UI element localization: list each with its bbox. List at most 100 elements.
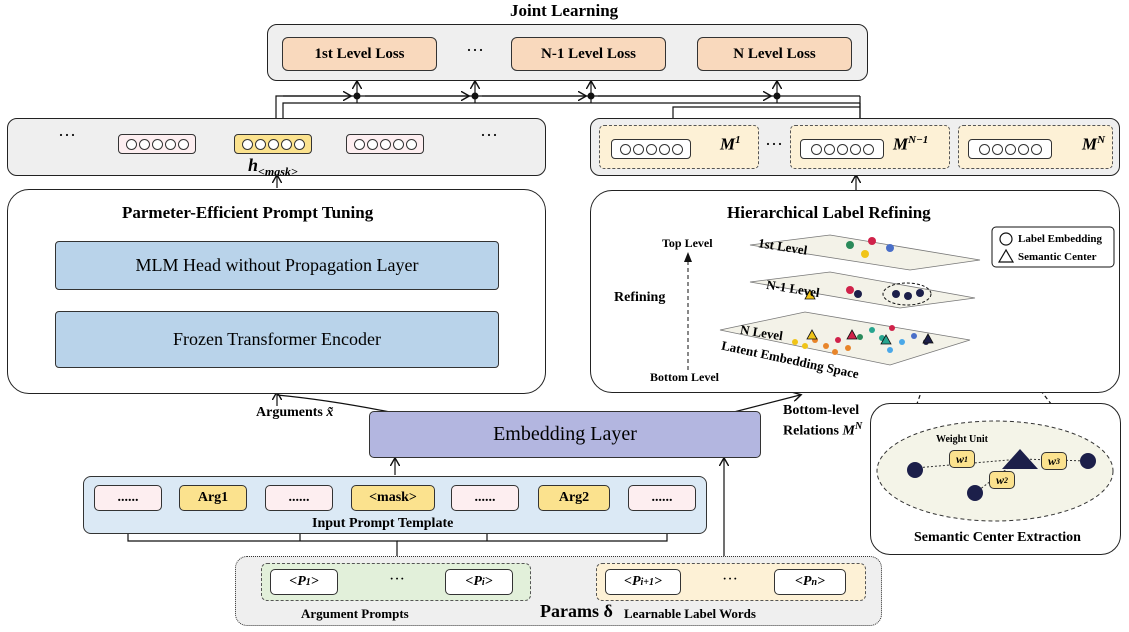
arguments-label: Arguments x̃ bbox=[256, 405, 333, 421]
pi1-close: > bbox=[654, 574, 662, 589]
params-label: Params δ bbox=[540, 601, 613, 621]
embedding-layer-block: Embedding Layer bbox=[369, 411, 761, 458]
label-embedding-dot bbox=[869, 327, 875, 333]
pi-close: > bbox=[484, 574, 493, 589]
label-embedding-dot bbox=[792, 339, 798, 345]
label-node bbox=[1080, 453, 1096, 469]
label-embedding-dot bbox=[899, 339, 905, 345]
mn1-vectors bbox=[800, 139, 884, 159]
semantic-center-triangle bbox=[806, 329, 818, 340]
p1-subscript: 1 bbox=[305, 576, 311, 588]
label-embedding-dot bbox=[911, 333, 917, 339]
mn-symbol: M bbox=[1082, 134, 1098, 154]
argument-prompts-label: Argument Prompts bbox=[301, 606, 409, 621]
label-embedding-dot bbox=[889, 325, 895, 331]
pi1-text: <P bbox=[624, 574, 641, 589]
label-words-dots: ··· bbox=[722, 571, 738, 588]
label-embedding-dot bbox=[832, 349, 838, 355]
label-embedding-dot bbox=[887, 347, 893, 353]
semantic-center-triangle bbox=[880, 334, 892, 345]
p1-text: <P bbox=[289, 574, 306, 589]
label-embedding-dot bbox=[845, 345, 851, 351]
pn-subscript: n bbox=[811, 576, 818, 588]
loss-ellipsis: ··· bbox=[466, 40, 484, 60]
template-token-arg2: Arg2 bbox=[538, 485, 610, 511]
label-node bbox=[907, 462, 923, 478]
w3-symbol: w bbox=[1047, 453, 1056, 468]
label-words-label: Learnable Label Words bbox=[624, 606, 756, 621]
pn-close: > bbox=[817, 574, 826, 589]
weight-line bbox=[1019, 458, 1089, 462]
w1-subscript: 1 bbox=[964, 454, 968, 464]
w1-symbol: w bbox=[955, 451, 964, 466]
m1-superscript: 1 bbox=[735, 134, 741, 146]
joint-learning-title: Joint Learning bbox=[510, 1, 619, 20]
template-token-mask: <mask> bbox=[351, 485, 435, 511]
m1-label: M1 bbox=[720, 134, 741, 155]
top-level-label: Top Level bbox=[662, 236, 713, 250]
label-embedding-dot bbox=[886, 244, 894, 252]
argument-prompts-dots: ··· bbox=[389, 571, 405, 588]
label-embedding-dot bbox=[846, 286, 854, 294]
label-embedding-dot bbox=[892, 290, 900, 298]
relations-text: Relations bbox=[783, 423, 839, 439]
pi-subscript: i bbox=[481, 576, 485, 588]
semantic-center-triangle bbox=[804, 289, 816, 300]
label-embedding-dot bbox=[857, 334, 863, 340]
embedding-space-illustration bbox=[684, 226, 1115, 370]
label-embedding-dot bbox=[802, 343, 808, 349]
m1-symbol: M bbox=[720, 134, 736, 154]
label-embedding-dot bbox=[868, 237, 876, 245]
label-embedding-dot bbox=[846, 241, 854, 249]
refining-label: Refining bbox=[614, 290, 666, 305]
h-label: h bbox=[248, 155, 259, 175]
bottom-level-label: Bottom Level bbox=[650, 370, 719, 384]
label-node bbox=[967, 485, 983, 501]
weight-unit-label: Weight Unit bbox=[936, 434, 988, 445]
template-token-arg1: Arg1 bbox=[179, 485, 247, 511]
template-token-4: ...... bbox=[451, 485, 519, 511]
loss-level-1: 1st Level Loss bbox=[282, 37, 437, 71]
refining-arrow-head bbox=[684, 252, 692, 262]
label-embedding-dot bbox=[823, 343, 829, 349]
legend-label-embedding: Label Embedding bbox=[1018, 233, 1103, 245]
prompt-tuning-title: Parmeter-Efficient Prompt Tuning bbox=[122, 203, 374, 222]
pi1-subscript: i+1 bbox=[640, 576, 655, 588]
h-mask-subscript: <mask> bbox=[258, 164, 298, 179]
label-embedding-dot bbox=[854, 290, 862, 298]
label-embedding-dot bbox=[835, 337, 841, 343]
relations-superscript: N bbox=[854, 421, 863, 432]
arguments-symbol: x̃ bbox=[326, 405, 334, 420]
w3-subscript: 3 bbox=[1056, 456, 1060, 466]
mn-label: MN bbox=[1082, 134, 1105, 155]
semantic-center-triangle bbox=[1002, 449, 1038, 469]
plane-level-n-1 bbox=[749, 271, 976, 309]
arguments-text: Arguments bbox=[256, 405, 323, 420]
bottom-relations-line1: Bottom-level bbox=[783, 403, 860, 418]
semantic-center-triangle bbox=[922, 333, 934, 344]
token-vector-right bbox=[346, 134, 424, 154]
selected-cluster-ring bbox=[882, 282, 932, 306]
label-embedding-dot bbox=[861, 250, 869, 258]
semantic-center-title: Semantic Center Extraction bbox=[914, 530, 1081, 545]
legend-circle-icon bbox=[999, 232, 1013, 246]
w2-subscript: 2 bbox=[1004, 475, 1008, 485]
mlm-head-block: MLM Head without Propagation Layer bbox=[55, 241, 499, 290]
mask-vector bbox=[234, 134, 312, 154]
m1-vectors bbox=[611, 139, 691, 159]
frozen-encoder-block: Frozen Transformer Encoder bbox=[55, 311, 499, 368]
loss-level-n-1: N-1 Level Loss bbox=[511, 37, 666, 71]
label-embedding-dot bbox=[916, 289, 924, 297]
template-token-2: ...... bbox=[265, 485, 333, 511]
template-token-0: ...... bbox=[94, 485, 162, 511]
m-row-dots: ··· bbox=[765, 134, 783, 154]
input-template-title: Input Prompt Template bbox=[309, 516, 457, 532]
loss-level-n: N Level Loss bbox=[697, 37, 852, 71]
legend-triangle-icon bbox=[997, 248, 1015, 263]
template-token-6: ...... bbox=[628, 485, 696, 511]
